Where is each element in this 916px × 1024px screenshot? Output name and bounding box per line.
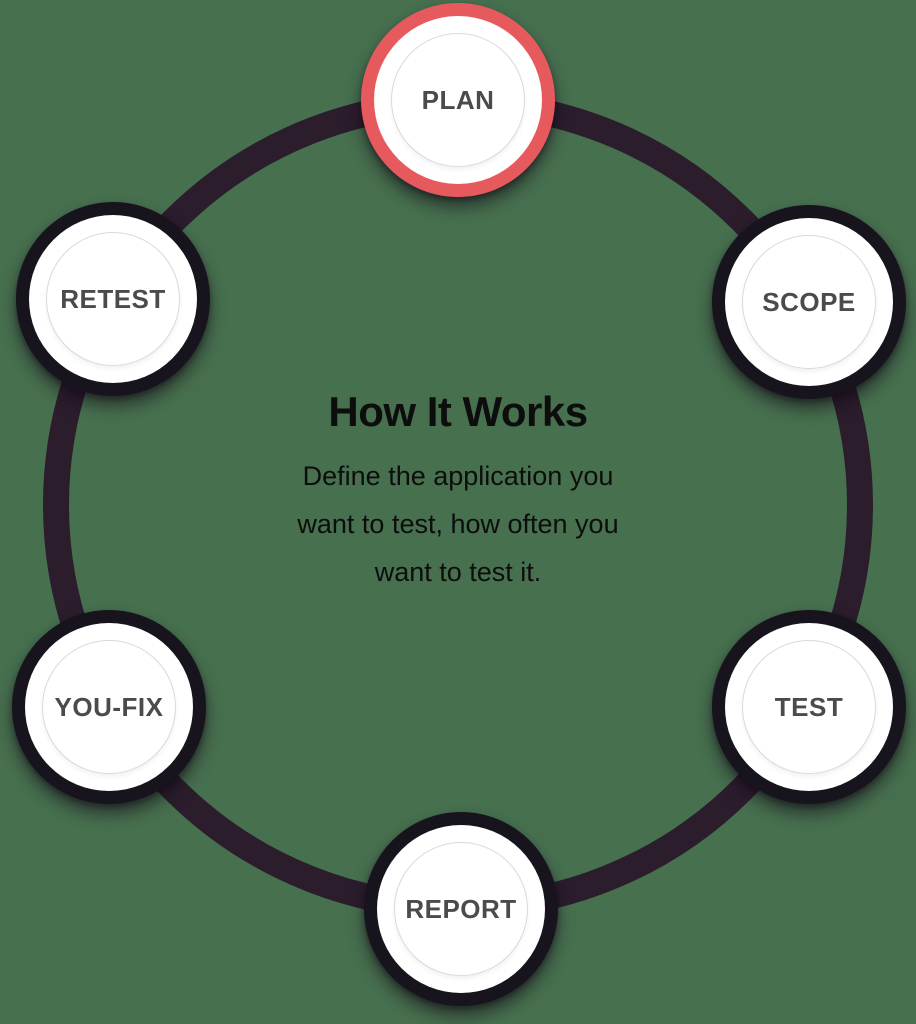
node-you-fix[interactable]: YOU-FIX [12, 610, 206, 804]
center-text-block: How It Works Define the application you … [158, 388, 758, 596]
node-test-circle: TEST [725, 623, 893, 791]
node-you-fix-circle: YOU-FIX [25, 623, 193, 791]
center-title: How It Works [328, 388, 588, 435]
node-retest-circle: RETEST [29, 215, 197, 383]
node-report[interactable]: REPORT [364, 812, 558, 1006]
center-description: Define the application you want to test,… [158, 452, 758, 596]
node-report-label: REPORT [405, 893, 517, 924]
node-test[interactable]: TEST [712, 610, 906, 804]
node-scope[interactable]: SCOPE [712, 205, 906, 399]
node-plan-circle: PLAN [374, 16, 542, 184]
node-test-label: TEST [774, 691, 844, 722]
node-plan-label: PLAN [421, 84, 495, 115]
center-description-line-3: want to test it. [374, 557, 542, 587]
node-retest[interactable]: RETEST [16, 202, 210, 396]
node-scope-label: SCOPE [762, 286, 856, 317]
center-description-line-2: want to test, how often you [297, 509, 619, 539]
node-report-circle: REPORT [377, 825, 545, 993]
node-you-fix-label: YOU-FIX [54, 691, 164, 722]
center-description-line-1: Define the application you [302, 461, 614, 491]
node-retest-label: RETEST [60, 283, 166, 314]
node-plan[interactable]: PLAN [361, 3, 555, 197]
node-scope-circle: SCOPE [725, 218, 893, 386]
